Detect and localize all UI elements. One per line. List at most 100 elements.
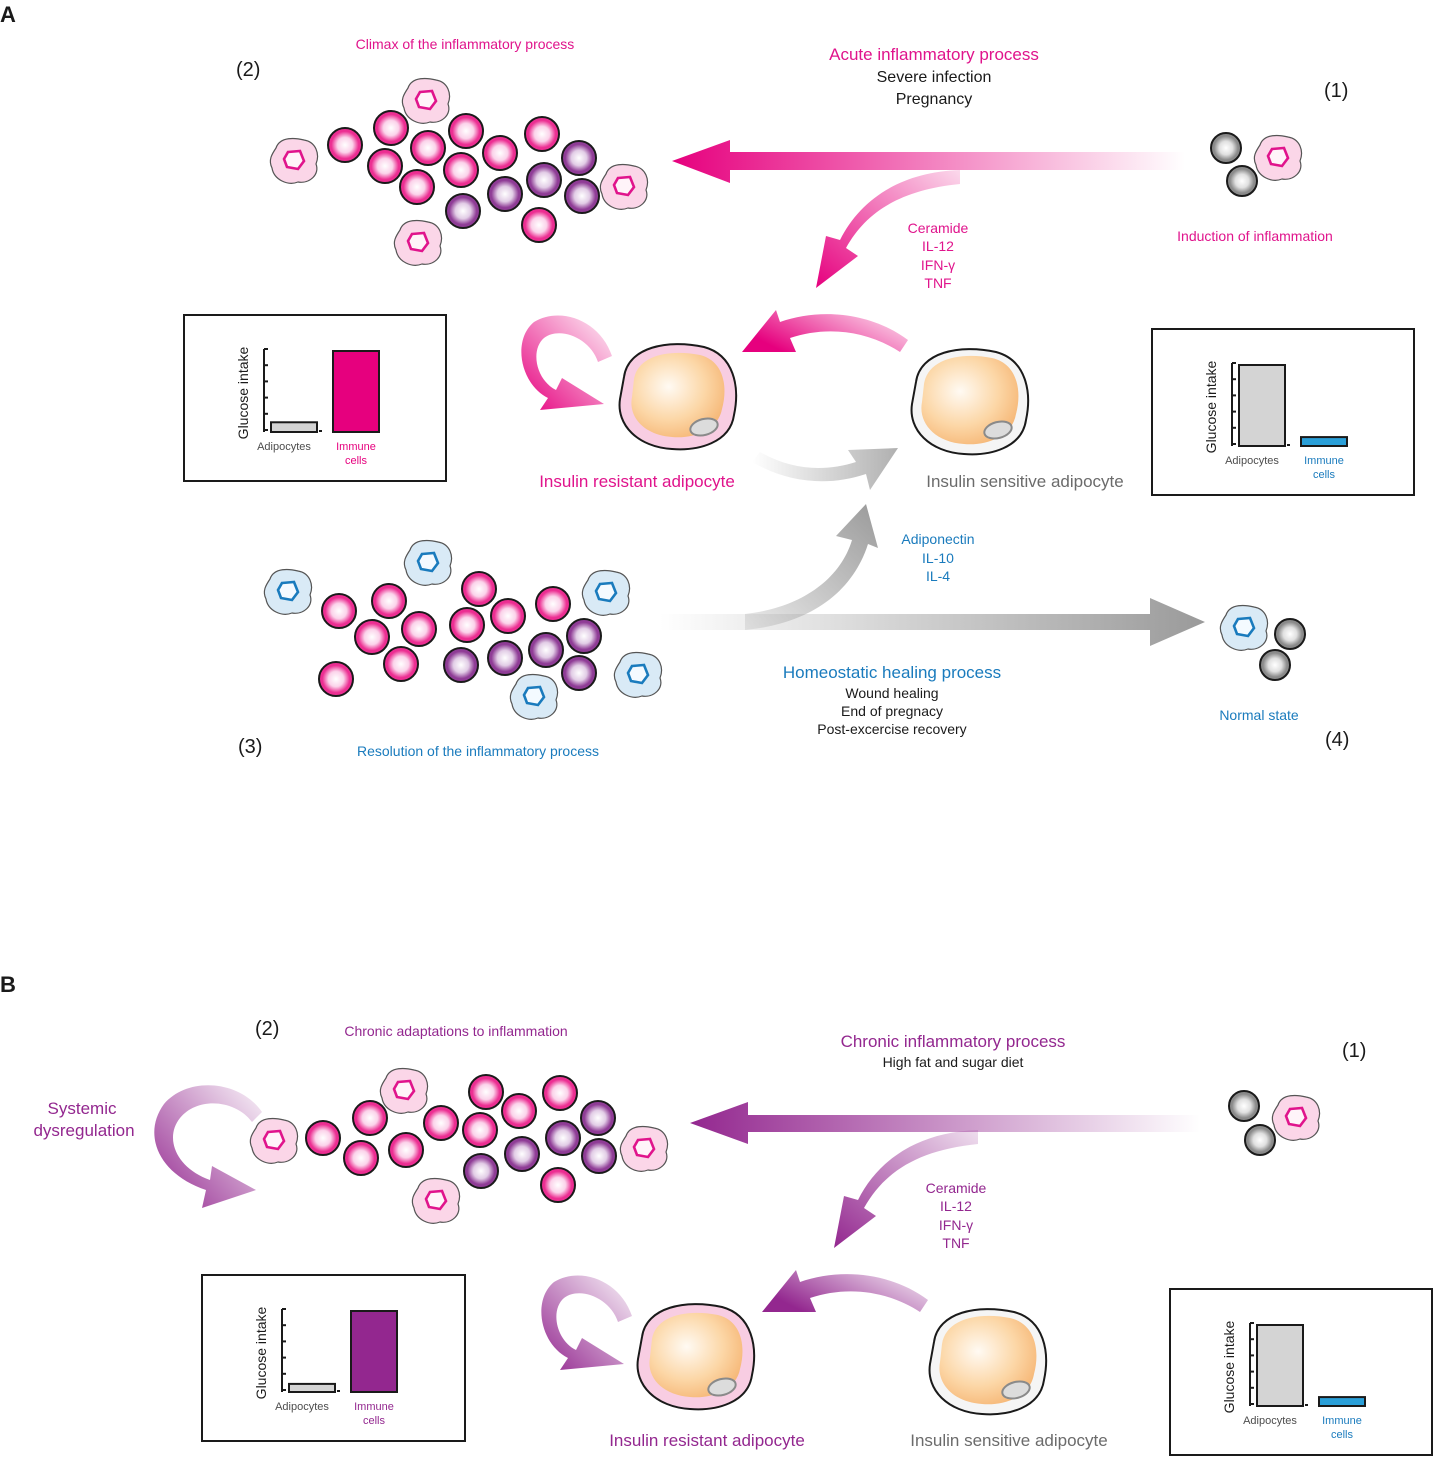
sensitive-to-resistant-arrow	[742, 310, 908, 352]
pink-immune-cell-icon	[401, 611, 437, 647]
glucose-chart-frame	[201, 1274, 466, 1442]
pro-inflam-1: Ceramide	[926, 1180, 987, 1196]
blue-macrophage-icon	[263, 568, 313, 616]
purple-immune-cell-icon	[581, 1138, 617, 1174]
pink-immune-cell-icon	[327, 127, 363, 163]
pink-immune-cell-icon	[423, 1105, 459, 1141]
sensitive-label: Insulin sensitive adipocyte	[926, 472, 1124, 491]
pro-inflam-1: Ceramide	[908, 220, 969, 236]
healing-cause-1: Wound healing	[845, 685, 938, 701]
pink-immune-cell-icon	[410, 130, 446, 166]
purple-immune-cell-icon	[528, 632, 564, 668]
purple-immune-cell-icon	[561, 140, 597, 176]
pink-macrophage-icon	[599, 163, 649, 211]
normal-label: Normal state	[1219, 707, 1299, 723]
bar-adipocytes	[1238, 364, 1286, 447]
pink-immune-cell-icon	[482, 135, 518, 171]
acute-title: Acute inflammatory process	[829, 45, 1039, 64]
purple-immune-cell-icon	[443, 647, 479, 683]
blue-macrophage-icon	[1219, 604, 1269, 652]
resolution-title: Resolution of the inflammatory process	[357, 743, 599, 759]
pink-immune-cell-icon	[521, 207, 557, 243]
x-tick-label: cells	[1331, 1429, 1354, 1441]
induction-label: Induction of inflammation	[1177, 228, 1333, 244]
pink-immune-cell-icon	[535, 586, 571, 622]
gray-cell-icon	[1210, 132, 1242, 164]
climax-title: Climax of the inflammatory process	[356, 36, 575, 52]
purple-immune-cell-icon	[566, 618, 602, 654]
gray-cell-icon	[1259, 649, 1291, 681]
cytokine-arrow-down	[816, 170, 960, 288]
x-tick-label: Adipocytes	[275, 1401, 329, 1413]
pink-immune-cell-icon	[399, 169, 435, 205]
systemic-loop-arrow	[154, 1085, 262, 1208]
x-tick-label: Immune	[1304, 455, 1344, 467]
x-tick-label: Immune	[354, 1401, 394, 1413]
pro-inflam-2: IL-12	[922, 238, 954, 254]
sensitive-label: Insulin sensitive adipocyte	[910, 1431, 1108, 1450]
x-tick-label: cells	[363, 1415, 386, 1427]
blue-macrophage-icon	[613, 651, 663, 699]
pink-immune-cell-icon	[490, 598, 526, 634]
blue-macrophage-icon	[509, 673, 559, 721]
resolution-cell-cluster	[263, 539, 663, 721]
healing-arrow	[660, 598, 1205, 646]
blue-macrophage-icon	[403, 539, 453, 587]
pro-inflam-3: IFN-γ	[939, 1217, 973, 1233]
acute-cause-1: Severe infection	[877, 69, 992, 86]
pink-immune-cell-icon	[501, 1093, 537, 1129]
purple-immune-cell-icon	[445, 193, 481, 229]
insulin-sensitive-adipocyte-icon	[928, 1308, 1048, 1416]
pink-immune-cell-icon	[321, 593, 357, 629]
purple-immune-cell-icon	[504, 1136, 540, 1172]
pink-immune-cell-icon	[461, 571, 497, 607]
healing-cause-3: Post-excercise recovery	[817, 721, 966, 737]
pink-immune-cell-icon	[352, 1100, 388, 1136]
y-axis-label: Glucose intake	[253, 1306, 269, 1399]
bar-immune-cells	[1318, 1396, 1366, 1407]
stage-1-label: (1)	[1324, 80, 1348, 102]
pink-immune-cell-icon	[367, 148, 403, 184]
chronic-title: Chronic inflammatory process	[841, 1032, 1066, 1051]
pink-immune-cell-icon	[371, 583, 407, 619]
insulin-resistant-adipocyte-icon	[636, 1303, 756, 1411]
stage-1-label: (1)	[1342, 1040, 1366, 1062]
induction-cells	[1210, 132, 1303, 197]
stage-2-label: (2)	[236, 59, 260, 81]
purple-immune-cell-icon	[487, 176, 523, 212]
anti-inflam-2: IL-10	[922, 550, 954, 566]
anti-inflam-3: IL-4	[926, 568, 950, 584]
bar-adipocytes	[288, 1382, 336, 1394]
pink-immune-cell-icon	[448, 113, 484, 149]
pink-macrophage-icon	[1271, 1094, 1321, 1142]
panel-b: B (2) (1) Chronic adaptations to inflamm…	[0, 972, 1433, 1456]
purple-immune-cell-icon	[561, 655, 597, 691]
y-axis-label: Glucose intake	[1203, 360, 1219, 453]
pink-macrophage-icon	[393, 219, 443, 267]
bar-immune-cells	[332, 350, 380, 433]
x-tick-label: Immune	[336, 441, 376, 453]
pink-immune-cell-icon	[468, 1074, 504, 1110]
pink-immune-cell-icon	[542, 1075, 578, 1111]
chronic-adapt-title: Chronic adaptations to inflammation	[344, 1023, 567, 1039]
purple-immune-cell-icon	[564, 178, 600, 214]
pink-macrophage-icon	[379, 1067, 429, 1115]
healing-title: Homeostatic healing process	[783, 663, 1001, 682]
pink-immune-cell-icon	[383, 646, 419, 682]
anti-inflam-1: Adiponectin	[901, 531, 974, 547]
insulin-resistant-adipocyte-icon	[618, 343, 738, 451]
insulin-sensitive-adipocyte-icon	[910, 348, 1030, 456]
pink-immune-cell-icon	[305, 1120, 341, 1156]
pink-immune-cell-icon	[354, 619, 390, 655]
panel-a-label: A	[0, 2, 16, 27]
pink-immune-cell-icon	[540, 1167, 576, 1203]
gray-cell-icon	[1274, 618, 1306, 650]
pro-inflam-2: IL-12	[940, 1198, 972, 1214]
anti-inflam-arrow-up	[745, 504, 878, 630]
pink-macrophage-icon	[249, 1117, 299, 1165]
x-tick-label: cells	[345, 455, 368, 467]
chronic-cause-1: High fat and sugar diet	[883, 1054, 1024, 1070]
